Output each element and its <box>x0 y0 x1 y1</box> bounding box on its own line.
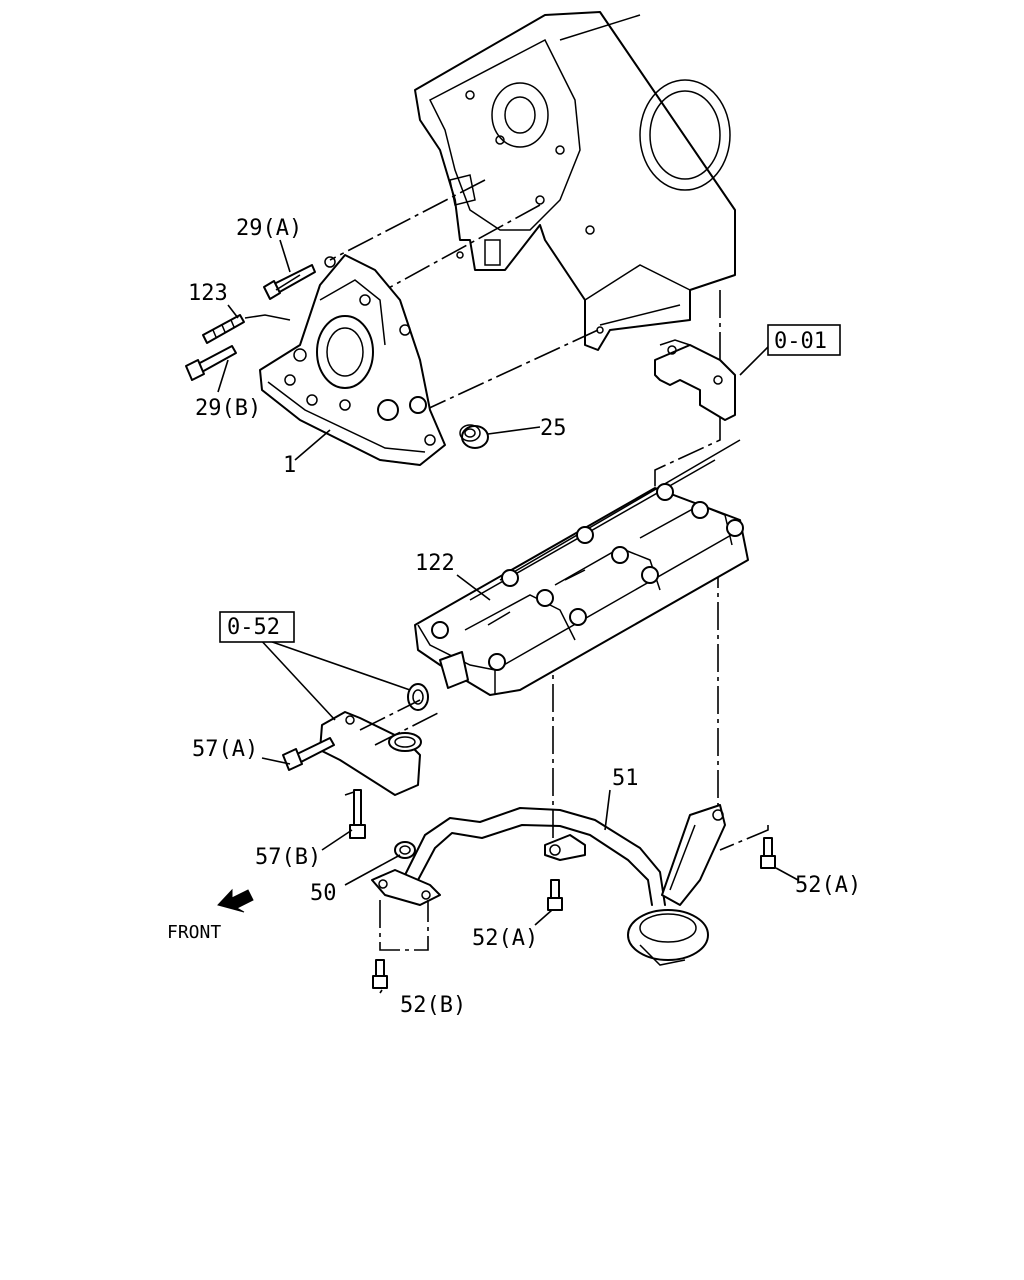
front-label: FRONT <box>167 922 221 943</box>
oil-strainer-51 <box>404 804 726 966</box>
callout-25: 25 <box>540 416 567 441</box>
flange-50 <box>371 841 441 906</box>
alignment-line <box>374 711 441 746</box>
alignment-line <box>359 699 421 731</box>
pipe-57 <box>319 711 422 796</box>
callout-50: 50 <box>310 881 337 906</box>
oil-pump-housing <box>259 254 446 466</box>
callout-122: 122 <box>415 551 455 576</box>
callout-1: 1 <box>283 453 296 478</box>
callout-0-01: 0-01 <box>774 329 827 354</box>
callout-29b: 29(B) <box>195 396 261 421</box>
callout-0-52: 0-52 <box>227 615 280 640</box>
bolt-52a-mid <box>547 879 563 911</box>
alignment-line <box>424 329 599 411</box>
engine-block <box>414 11 736 351</box>
arrow-down-left-icon <box>217 888 254 913</box>
bolt-57b <box>349 789 366 839</box>
seal-25 <box>459 424 489 449</box>
bearing-beam-122 <box>414 439 749 696</box>
alignment-line <box>379 900 429 951</box>
callout-51: 51 <box>612 766 639 791</box>
alignment-line <box>719 825 769 851</box>
alignment-line <box>384 204 541 291</box>
bearing-cap <box>654 339 736 421</box>
callout-57b: 57(B) <box>255 845 321 870</box>
callout-29a: 29(A) <box>236 216 302 241</box>
callout-52a-mid: 52(A) <box>472 926 538 951</box>
ref-box-0-01 <box>767 324 841 356</box>
stud-123 <box>202 314 245 344</box>
callout-123: 123 <box>188 281 228 306</box>
o-ring <box>407 683 429 711</box>
callout-52b: 52(B) <box>400 993 466 1018</box>
ref-box-0-52 <box>219 611 295 643</box>
callout-57a: 57(A) <box>192 737 258 762</box>
bolt-52a-right <box>760 837 776 869</box>
alignment-line <box>329 179 486 261</box>
bolt-29b <box>185 345 237 381</box>
bolt-52b <box>372 959 388 989</box>
callout-52a-right: 52(A) <box>795 873 861 898</box>
bolt-57a <box>282 737 335 771</box>
